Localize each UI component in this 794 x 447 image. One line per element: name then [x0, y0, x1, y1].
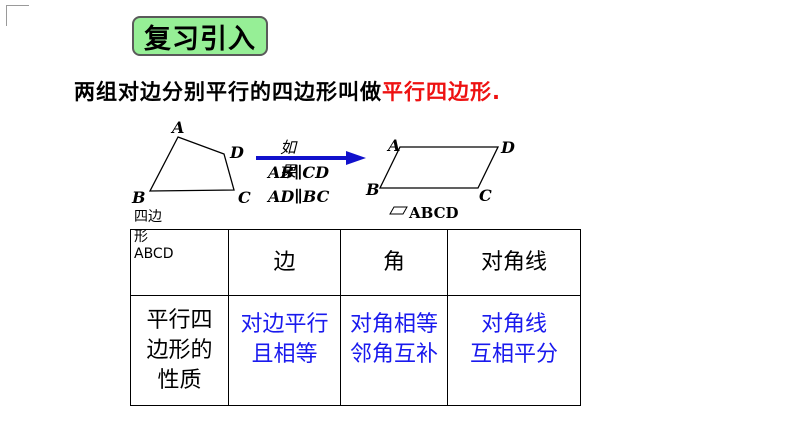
condition-ab-cd: AB∥CD: [268, 163, 330, 182]
row-header-line-3: 性质: [157, 367, 202, 393]
arrow-label: 如果: [280, 138, 297, 181]
cell-line: 对边平行: [240, 312, 329, 337]
para-vertex-c: C: [479, 186, 492, 205]
section-title: 复习引入: [132, 16, 268, 56]
para-vertex-d: D: [501, 138, 515, 157]
row-header-line-1: 平行四: [146, 307, 213, 333]
figure-drawing: [148, 136, 500, 215]
para-vertex-b: B: [366, 180, 380, 199]
header-cell-diagonals: 对角线: [447, 229, 581, 296]
quad-vertex-a: A: [172, 118, 185, 137]
table-header-row: 边 角 对角线: [130, 229, 581, 296]
row-header-properties: 平行四 边形的 性质: [130, 295, 229, 406]
quad-vertex-c: C: [238, 188, 251, 207]
quadrilateral-shape: [148, 136, 235, 192]
parallelogram-shape: [378, 146, 500, 189]
row-header-line-2: 边形的: [146, 337, 213, 363]
corner-decoration: [6, 5, 29, 26]
cell-angles-property: 对角相等 邻角互补: [340, 295, 448, 406]
header-cell-angles: 角: [340, 229, 448, 296]
section-title-text: 复习引入: [144, 23, 256, 55]
header-cell-sides: 边: [228, 229, 341, 296]
cell-line: 对角相等: [349, 312, 438, 337]
cell-line: 互相平分: [469, 342, 558, 367]
condition-ad-bc: AD∥BC: [268, 187, 330, 206]
quad-vertex-d: D: [230, 143, 244, 162]
cell-line: 邻角互补: [349, 342, 438, 367]
quad-vertex-b: B: [132, 188, 146, 207]
parallelogram-caption: ABCD: [409, 204, 459, 222]
cell-diagonals-property: 对角线 互相平分: [447, 295, 581, 406]
cell-line: 对角线: [480, 312, 547, 337]
cell-line: 且相等: [251, 342, 318, 367]
para-vertex-a: A: [388, 136, 401, 155]
definition-prefix: 两组对边分别平行的四边形叫做: [74, 80, 382, 104]
table-row: 平行四 边形的 性质 对边平行 且相等 对角相等 邻角互补 对角线 互相平分: [130, 295, 581, 406]
definition-term: 平行四边形.: [382, 80, 501, 104]
header-cell-empty: [130, 229, 229, 296]
cell-sides-property: 对边平行 且相等: [228, 295, 341, 406]
definition-sentence: 两组对边分别平行的四边形叫做平行四边形.: [74, 76, 501, 106]
parallelogram-symbol-icon: [389, 206, 408, 215]
properties-table: 边 角 对角线 平行四 边形的 性质 对边平行 且相等 对角相等 邻角互补 对角…: [130, 229, 581, 406]
implication-arrow-head: [346, 151, 366, 165]
